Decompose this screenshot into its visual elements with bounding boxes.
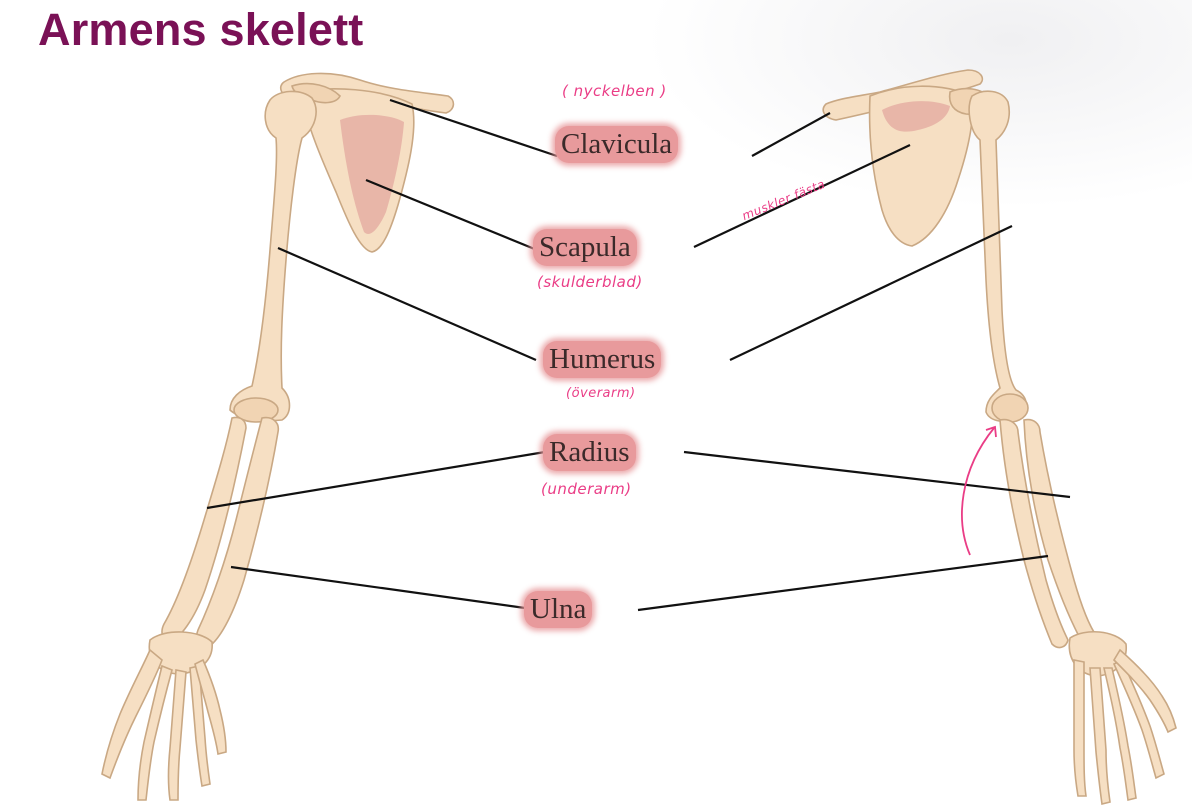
leader-right-humerus — [729, 225, 1013, 361]
leader-left-clavicula — [389, 98, 558, 158]
label-humerus: Humerus — [543, 341, 662, 378]
label-ulna: Ulna — [524, 591, 593, 628]
label-scapula: Scapula — [533, 229, 637, 266]
leader-right-scapula — [693, 144, 911, 248]
right-ulna — [999, 418, 1069, 649]
leader-right-ulna — [637, 554, 1049, 612]
left-arm-skeleton — [101, 72, 455, 801]
leader-lines — [206, 98, 1071, 612]
right-arm-skeleton — [822, 69, 1177, 805]
page-title: Armens skelett — [38, 4, 364, 55]
rotation-arrow-curve — [961, 427, 995, 556]
rotation-arrow-annotation — [961, 425, 997, 556]
leader-right-radius — [683, 450, 1071, 499]
left-elbow — [233, 397, 279, 423]
right-scapula-shading — [882, 101, 950, 132]
leader-left-humerus — [277, 246, 537, 362]
note-overarm: (överarm) — [566, 386, 636, 401]
note-underarm: (underarm) — [541, 480, 632, 498]
leader-left-radius — [206, 450, 546, 510]
note-nyckelben: ( nyckelben ) — [562, 82, 667, 100]
left-hand — [101, 631, 227, 801]
leader-left-scapula — [365, 178, 538, 252]
leader-right-clavicula — [751, 112, 831, 157]
right-humerus — [968, 90, 1028, 423]
right-hand — [1068, 630, 1177, 805]
label-radius: Radius — [543, 434, 636, 471]
left-scapula-shading — [340, 114, 404, 234]
leader-left-ulna — [230, 565, 526, 610]
left-humerus — [229, 90, 317, 422]
rotation-arrow-head — [985, 425, 997, 438]
right-elbow — [991, 393, 1029, 423]
label-clavicula: Clavicula — [555, 126, 679, 163]
note-skulderblad: (skulderblad) — [537, 273, 643, 291]
